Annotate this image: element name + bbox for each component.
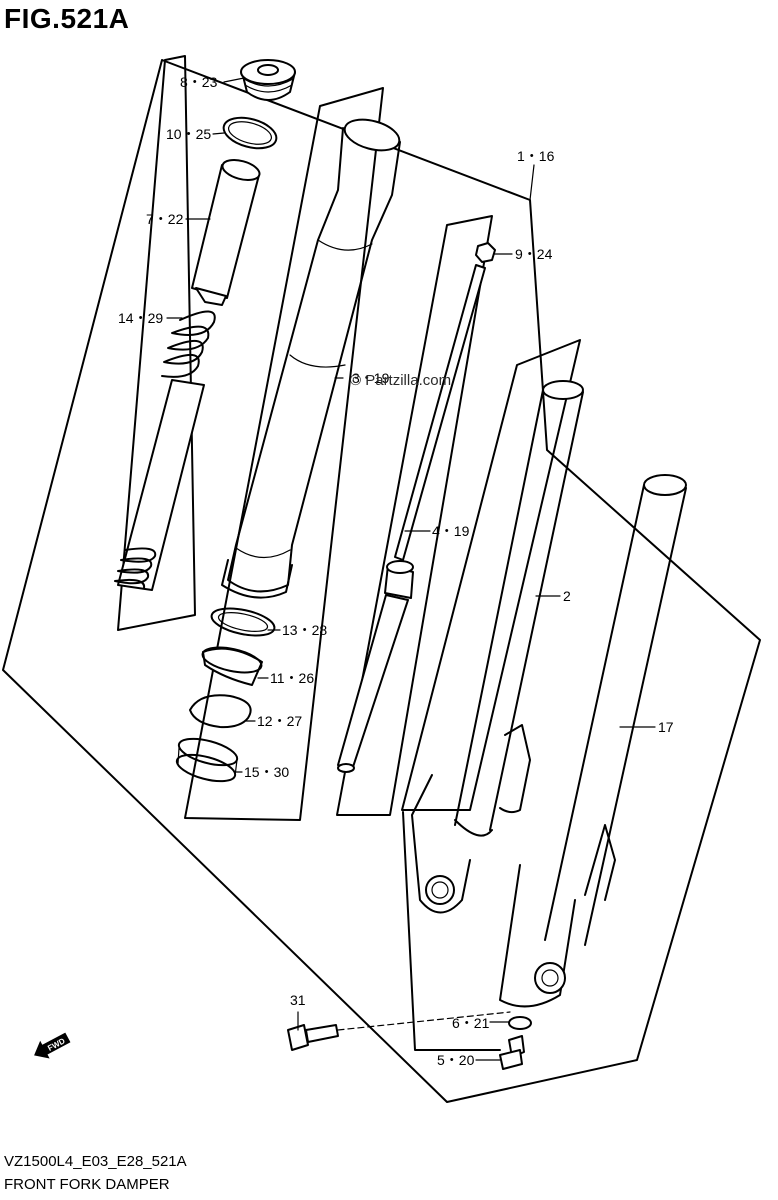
diagram-caption: FRONT FORK DAMPER: [4, 1176, 170, 1193]
group-outline-inner-rod: [117, 55, 196, 631]
callout-5: 5・20: [437, 1052, 475, 1068]
fwd-arrow-icon: FWD: [34, 1032, 71, 1059]
oil-seal-part: [210, 607, 276, 637]
callout-15: 15・30: [244, 764, 290, 780]
callout-13: 13・28: [282, 622, 328, 638]
spring-and-rod-part: [114, 310, 216, 591]
cap-bolt-part: [240, 59, 296, 101]
group-outline-damper-rod: [336, 215, 493, 816]
drain-bolt-part: [499, 1035, 525, 1070]
callout-12: 12・27: [257, 713, 303, 729]
callout-17: 17: [658, 719, 674, 735]
axle-bolt-part: [287, 1024, 339, 1051]
nut-part: [475, 242, 496, 263]
washer-part: [508, 1016, 532, 1030]
bushing-part: [175, 737, 239, 783]
inner-tube-part: [499, 474, 687, 1008]
group-outline-lower: [402, 811, 501, 1051]
callout-6: 6・21: [452, 1015, 490, 1031]
group-outline-1: [2, 59, 761, 1103]
dust-seal-part: [201, 646, 263, 686]
outer-tube-part: [411, 380, 584, 914]
callout-7: 7・22: [146, 211, 184, 227]
callout-2: 2: [563, 588, 571, 604]
callout-1: 1・16: [517, 148, 555, 164]
damper-rod-part: [337, 264, 486, 773]
callout-4: 4・19: [432, 523, 470, 539]
stopper-ring-part: [189, 694, 252, 729]
diagram-code: VZ1500L4_E03_E28_521A: [4, 1153, 187, 1170]
callout-10: 10・25: [166, 126, 212, 142]
callout-3: 3・19: [352, 370, 390, 386]
callout-11: 11・26: [270, 670, 315, 686]
group-outline-cylinder: [184, 87, 384, 821]
group-outline-outer-tube: [401, 339, 581, 811]
cylinder-part: [221, 118, 401, 599]
callout-8: 8・23: [180, 74, 218, 90]
o-ring-part: [222, 116, 278, 150]
leader-lines: [166, 77, 656, 1061]
callout-14: 14・29: [118, 310, 164, 326]
callout-9: 9・24: [515, 246, 553, 262]
callout-31: 31: [290, 992, 306, 1008]
watermark: © Partzilla.com: [350, 372, 452, 389]
figure-title: FIG.521A: [4, 3, 130, 34]
spacer-part: [191, 159, 261, 306]
